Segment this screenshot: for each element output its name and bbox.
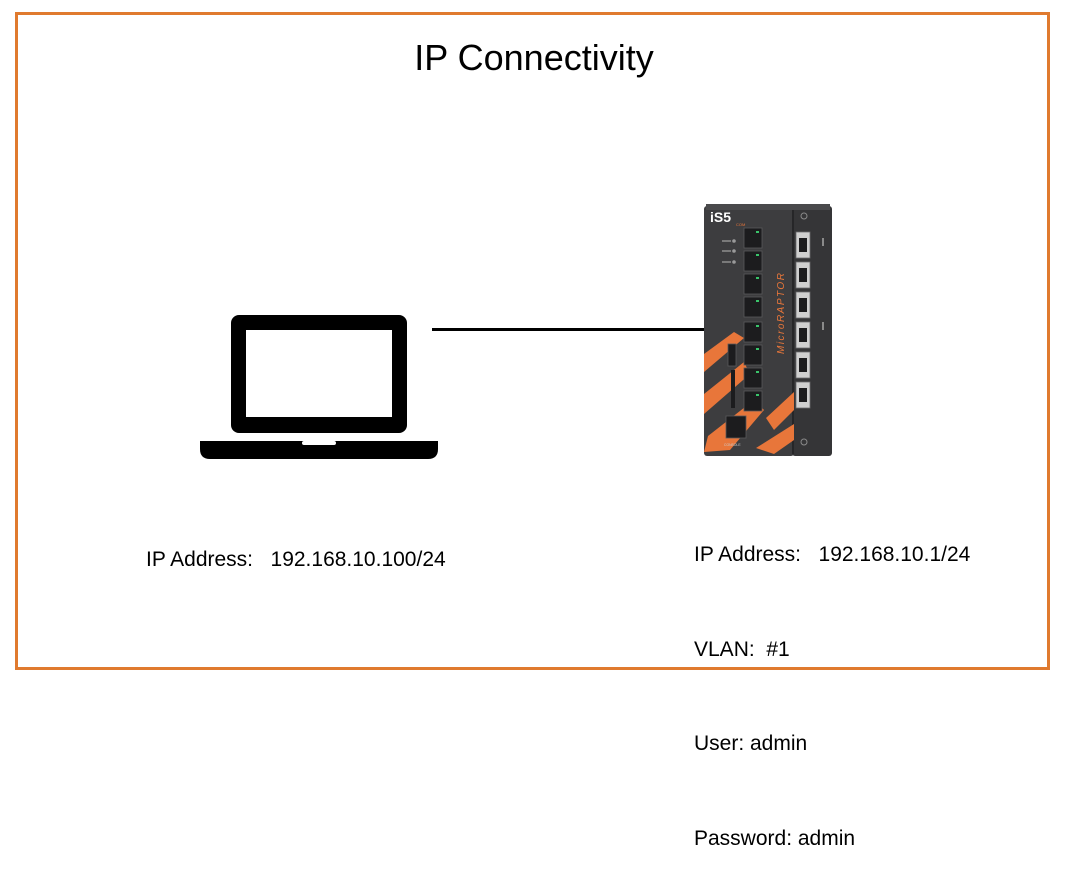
- laptop-ip-address: IP Address: 192.168.10.100/24: [146, 548, 446, 571]
- switch-model-name: MicroRAPTOR: [776, 272, 787, 354]
- network-cable: [432, 328, 728, 331]
- switch-password: Password: admin: [694, 826, 856, 850]
- switch-ip-address: IP Address: 192.168.10.1/24: [694, 543, 971, 566]
- diagram-frame: [15, 12, 1050, 670]
- console-port-label: CONSOLE: [724, 443, 741, 447]
- switch-brand-suffix: COM: [736, 222, 745, 227]
- laptop-ip-info: IP Address: 192.168.10.100/24: [146, 481, 446, 607]
- switch-vlan: VLAN: #1: [694, 637, 790, 661]
- diagram-title: IP Connectivity: [414, 37, 654, 78]
- laptop-icon: [200, 315, 438, 459]
- switch-user: User: admin: [694, 732, 808, 755]
- network-switch-image: iS5 COM CONSOLE MicroRAPTOR: [704, 204, 832, 456]
- switch-brand-text: iS5: [710, 209, 731, 225]
- switch-info: IP Address: 192.168.10.1/24 VLAN: #1 Use…: [694, 476, 970, 886]
